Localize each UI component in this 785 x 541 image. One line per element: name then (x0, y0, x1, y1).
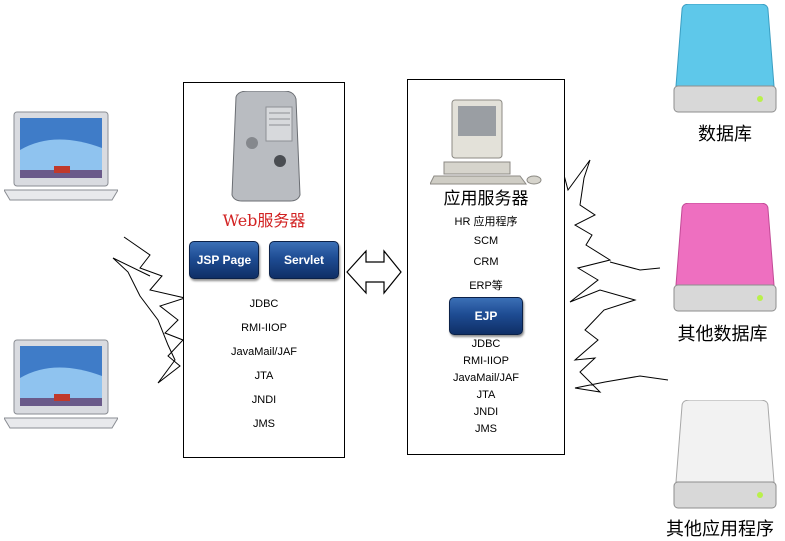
web-item-jms: JMS (253, 418, 275, 430)
web-item-rmi-iiop: RMI-IIOP (241, 322, 287, 334)
database-drive-icon (672, 4, 778, 116)
right-connection-bolt (563, 159, 669, 393)
laptop-bottom (4, 338, 118, 434)
web-item-jndi: JNDI (251, 394, 277, 406)
database-label: 数据库 (698, 124, 752, 145)
app-item-jms: JMS (475, 423, 497, 435)
tower-server-icon (224, 91, 304, 203)
app-item-jndi: JNDI (473, 406, 499, 418)
servlet-button[interactable]: Servlet (269, 241, 339, 279)
app-module-scm: SCM (473, 235, 499, 247)
other-database-label: 其他数据库 (677, 324, 768, 345)
web-server-panel: Web服务器 JSP Page Servlet JDBC RMI-IIOP Ja… (183, 82, 345, 458)
app-item-jta: JTA (476, 389, 496, 401)
ejp-button[interactable]: EJP (449, 297, 523, 335)
jsp-page-button[interactable]: JSP Page (189, 241, 259, 279)
app-module-hr: HR 应用程序 (454, 216, 518, 228)
other-application-drive-icon (672, 400, 778, 512)
desktop-computer-icon (430, 98, 550, 188)
web-item-jta: JTA (254, 370, 274, 382)
app-module-crm: CRM (473, 256, 499, 268)
other-application-label: 其他应用程序 (666, 519, 774, 540)
app-item-rmi-iiop: RMI-IIOP (463, 355, 509, 367)
other-database-drive-icon (672, 203, 778, 315)
web-item-jdbc: JDBC (249, 298, 279, 310)
web-server-title: Web服务器 (222, 211, 306, 230)
laptop-top (4, 110, 118, 206)
app-item-javamail: JavaMail/JAF (452, 372, 520, 384)
app-server-panel: 应用服务器 HR 应用程序 SCM CRM ERP等 EJP JDBC RMI-… (407, 79, 565, 455)
app-server-title: 应用服务器 (443, 189, 529, 209)
left-connection-bolt (112, 236, 187, 384)
app-module-erp: ERP等 (469, 280, 503, 292)
app-item-jdbc: JDBC (471, 338, 501, 350)
web-item-javamail: JavaMail/JAF (230, 346, 298, 358)
right-connection-branch (609, 261, 661, 271)
double-arrow-icon (346, 249, 402, 295)
